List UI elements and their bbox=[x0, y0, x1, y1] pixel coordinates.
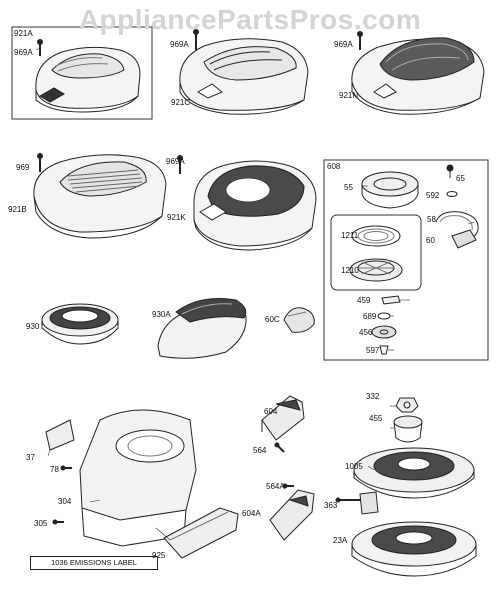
label-332: 332 bbox=[366, 392, 380, 401]
label-456: 456 bbox=[359, 328, 373, 337]
leader-lines bbox=[35, 47, 475, 541]
part-60-handle bbox=[451, 229, 477, 249]
label-1005: 1005 bbox=[345, 462, 363, 471]
part-564A-screw bbox=[282, 483, 294, 489]
label-455: 455 bbox=[369, 414, 383, 423]
screw-969A-3 bbox=[357, 31, 363, 50]
label-921C: 921C bbox=[171, 98, 191, 107]
part-921A-shroud bbox=[35, 46, 141, 113]
label-37: 37 bbox=[26, 453, 35, 462]
label-969: 969 bbox=[16, 163, 30, 172]
part-921B-shroud bbox=[33, 154, 167, 239]
part-305-screw bbox=[52, 519, 64, 525]
part-60C-grip bbox=[283, 307, 315, 333]
part-689-spring bbox=[377, 312, 391, 320]
label-459: 459 bbox=[357, 296, 371, 305]
part-930A-guard bbox=[157, 298, 247, 359]
part-921N-shroud bbox=[351, 37, 485, 115]
part-597-screw bbox=[379, 345, 389, 355]
label-969A-3: 969A bbox=[334, 40, 353, 49]
label-921B: 921B bbox=[8, 205, 27, 214]
part-455-cup bbox=[393, 415, 423, 443]
part-332-nut bbox=[395, 397, 419, 413]
label-78: 78 bbox=[50, 465, 59, 474]
screw-969A-4 bbox=[177, 155, 183, 174]
label-305: 305 bbox=[34, 519, 48, 528]
label-930A: 930A bbox=[152, 310, 171, 319]
label-304: 304 bbox=[58, 497, 72, 506]
label-921K: 921K bbox=[167, 213, 186, 222]
part-65-screw bbox=[446, 164, 454, 178]
label-930: 930 bbox=[26, 322, 40, 331]
label-564A: 564A bbox=[266, 482, 285, 491]
part-564-screw bbox=[274, 442, 285, 453]
box-921A bbox=[11, 26, 153, 120]
screw-969A-1 bbox=[37, 39, 43, 56]
part-1211-spring bbox=[351, 225, 401, 247]
part-604A-guard bbox=[269, 489, 315, 541]
part-78-screw bbox=[60, 465, 72, 471]
part-456-retainer bbox=[371, 325, 397, 339]
label-65: 65 bbox=[456, 174, 465, 183]
watermark: AppliancePartsPros.com bbox=[78, 4, 422, 35]
label-969A-4: 969A bbox=[166, 157, 185, 166]
part-1005-flywheel bbox=[353, 447, 475, 499]
label-23A: 23A bbox=[333, 536, 348, 545]
part-604-guard bbox=[261, 395, 305, 441]
label-969A-2: 969A bbox=[170, 40, 189, 49]
part-921K-shroud bbox=[193, 160, 317, 251]
label-58: 58 bbox=[427, 215, 436, 224]
part-930-screen bbox=[41, 303, 119, 345]
part-459-pawl bbox=[381, 295, 401, 305]
label-592: 592 bbox=[426, 191, 440, 200]
label-921N: 921N bbox=[339, 91, 359, 100]
label-1211: 1211 bbox=[341, 231, 359, 240]
label-969A-1: 969A bbox=[14, 48, 33, 57]
label-604A: 604A bbox=[242, 509, 261, 518]
box-1211-1210 bbox=[330, 214, 422, 291]
label-597: 597 bbox=[366, 346, 380, 355]
screw-969A-2 bbox=[193, 29, 199, 50]
label-608: 608 bbox=[327, 162, 341, 171]
screw-969 bbox=[37, 153, 43, 172]
label-55: 55 bbox=[344, 183, 353, 192]
box-608 bbox=[323, 159, 489, 361]
label-564: 564 bbox=[253, 446, 267, 455]
label-60: 60 bbox=[426, 236, 435, 245]
label-363: 363 bbox=[324, 501, 338, 510]
part-363-screw bbox=[335, 497, 362, 503]
part-1210-pulley bbox=[349, 258, 403, 282]
label-689: 689 bbox=[363, 312, 377, 321]
label-925: 925 bbox=[152, 551, 166, 560]
emissions-label: 1036 EMISSIONS LABEL bbox=[30, 556, 158, 570]
label-921A: 921A bbox=[14, 29, 33, 38]
label-604: 604 bbox=[264, 407, 278, 416]
part-925-baffle bbox=[163, 507, 239, 559]
part-23A-flywheel bbox=[351, 491, 477, 577]
part-921C-shroud bbox=[179, 38, 309, 115]
part-592-washer bbox=[446, 191, 458, 197]
label-60C: 60C bbox=[265, 315, 280, 324]
part-55-housing bbox=[361, 171, 419, 209]
part-37-baffle bbox=[45, 419, 75, 451]
label-1210: 1210 bbox=[341, 266, 359, 275]
part-304-housing bbox=[79, 409, 197, 547]
